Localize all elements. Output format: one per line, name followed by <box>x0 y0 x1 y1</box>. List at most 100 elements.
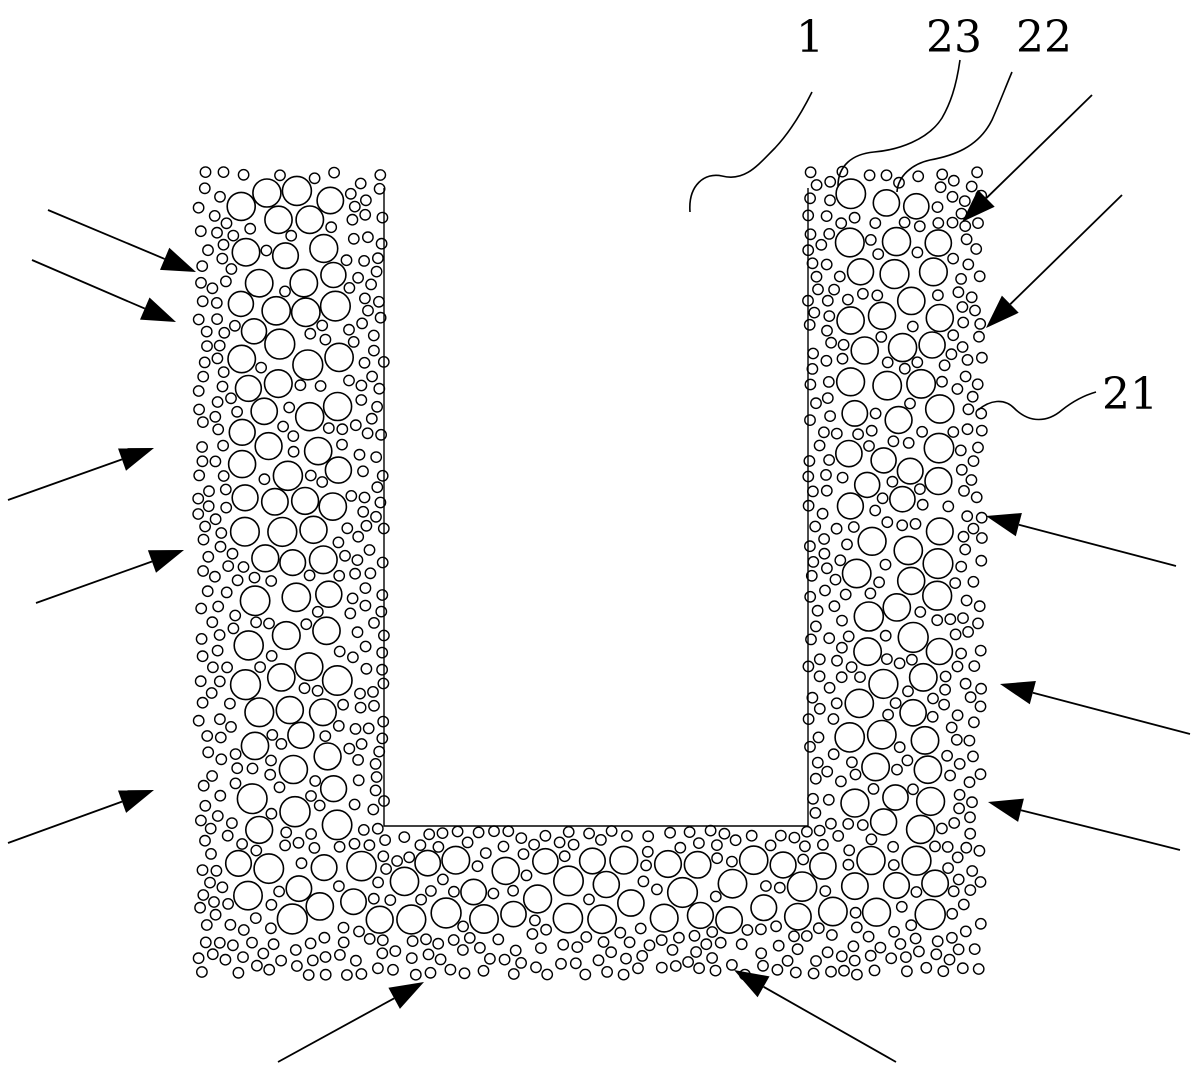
small-particle <box>975 424 988 437</box>
large-particle <box>683 850 712 879</box>
small-particle <box>461 836 474 849</box>
large-particle <box>925 637 954 666</box>
small-particle <box>973 844 986 857</box>
small-particle <box>196 455 209 468</box>
large-particle <box>835 367 866 397</box>
small-particle <box>363 544 376 556</box>
small-particle <box>555 957 567 970</box>
small-particle <box>789 966 802 979</box>
large-particle <box>260 487 289 516</box>
large-particle <box>850 336 880 365</box>
small-particle <box>362 722 375 735</box>
small-particle <box>319 968 332 981</box>
small-particle <box>300 618 313 631</box>
small-particle <box>941 749 953 762</box>
small-particle <box>842 293 854 306</box>
large-particle <box>279 795 311 828</box>
small-particle <box>225 817 238 829</box>
small-particle <box>842 630 855 643</box>
small-particle <box>231 574 244 587</box>
small-particle <box>377 715 390 728</box>
small-particle <box>274 169 286 182</box>
small-particle <box>196 650 209 663</box>
small-particle <box>959 370 972 383</box>
large-particle <box>305 892 335 921</box>
small-particle <box>955 560 968 573</box>
small-particle <box>355 968 368 980</box>
small-particle <box>352 530 365 543</box>
small-particle <box>820 210 833 223</box>
small-particle <box>959 543 972 556</box>
small-particle <box>359 194 372 207</box>
small-particle <box>376 732 389 745</box>
large-particle <box>856 845 886 876</box>
large-particle <box>905 814 936 845</box>
small-particle <box>690 946 702 958</box>
small-particle <box>232 966 245 979</box>
small-particle <box>823 681 836 694</box>
small-particle <box>847 521 860 533</box>
small-particle <box>863 440 875 452</box>
small-particle <box>830 522 843 535</box>
small-particle <box>336 438 348 451</box>
small-particle <box>848 954 861 967</box>
small-particle <box>801 825 813 838</box>
small-particle <box>365 278 377 291</box>
large-particle <box>228 418 256 446</box>
small-particle <box>507 884 519 897</box>
small-particle <box>279 285 291 298</box>
small-particle <box>951 383 964 395</box>
small-particle <box>194 901 207 914</box>
large-particle <box>226 191 256 222</box>
small-particle <box>823 310 836 322</box>
large-particle <box>318 492 348 522</box>
small-particle <box>946 931 958 944</box>
large-particle <box>861 752 891 782</box>
large-particle <box>285 875 313 903</box>
small-particle <box>799 840 811 853</box>
small-particle <box>965 180 978 193</box>
small-particle <box>781 954 794 967</box>
small-particle <box>265 898 278 911</box>
large-particle <box>240 317 268 345</box>
small-particle <box>295 857 308 870</box>
small-particle <box>216 881 229 894</box>
small-particle <box>805 569 818 582</box>
small-particle <box>911 356 924 369</box>
large-particle <box>882 784 909 811</box>
small-particle <box>909 932 922 945</box>
small-particle <box>862 930 875 943</box>
small-particle <box>424 966 437 979</box>
small-particle <box>340 254 353 267</box>
small-particle <box>864 587 877 600</box>
small-particle <box>835 217 848 230</box>
small-particle <box>964 691 977 704</box>
small-particle <box>358 491 371 504</box>
small-particle <box>436 827 449 839</box>
small-particle <box>828 600 841 613</box>
small-particle <box>641 845 654 858</box>
small-particle <box>198 356 211 369</box>
small-particle <box>673 931 685 944</box>
small-particle <box>219 275 232 288</box>
arrow-shaft <box>1018 523 1177 567</box>
small-particle <box>845 661 858 673</box>
arrow-head <box>1000 681 1036 705</box>
large-particle <box>292 349 324 381</box>
large-particle <box>836 492 865 520</box>
small-particle <box>872 248 885 261</box>
small-particle <box>974 700 987 713</box>
small-particle <box>810 397 822 410</box>
small-particle <box>806 691 819 704</box>
small-particle <box>205 848 217 860</box>
small-particle <box>432 841 445 853</box>
small-particle <box>972 217 984 230</box>
small-particle <box>974 317 987 330</box>
small-particle <box>223 697 236 710</box>
small-particle <box>876 492 889 505</box>
small-particle <box>237 168 250 181</box>
small-particle <box>821 562 833 575</box>
large-particle <box>921 580 953 611</box>
small-particle <box>973 330 985 343</box>
large-particle <box>844 688 875 719</box>
